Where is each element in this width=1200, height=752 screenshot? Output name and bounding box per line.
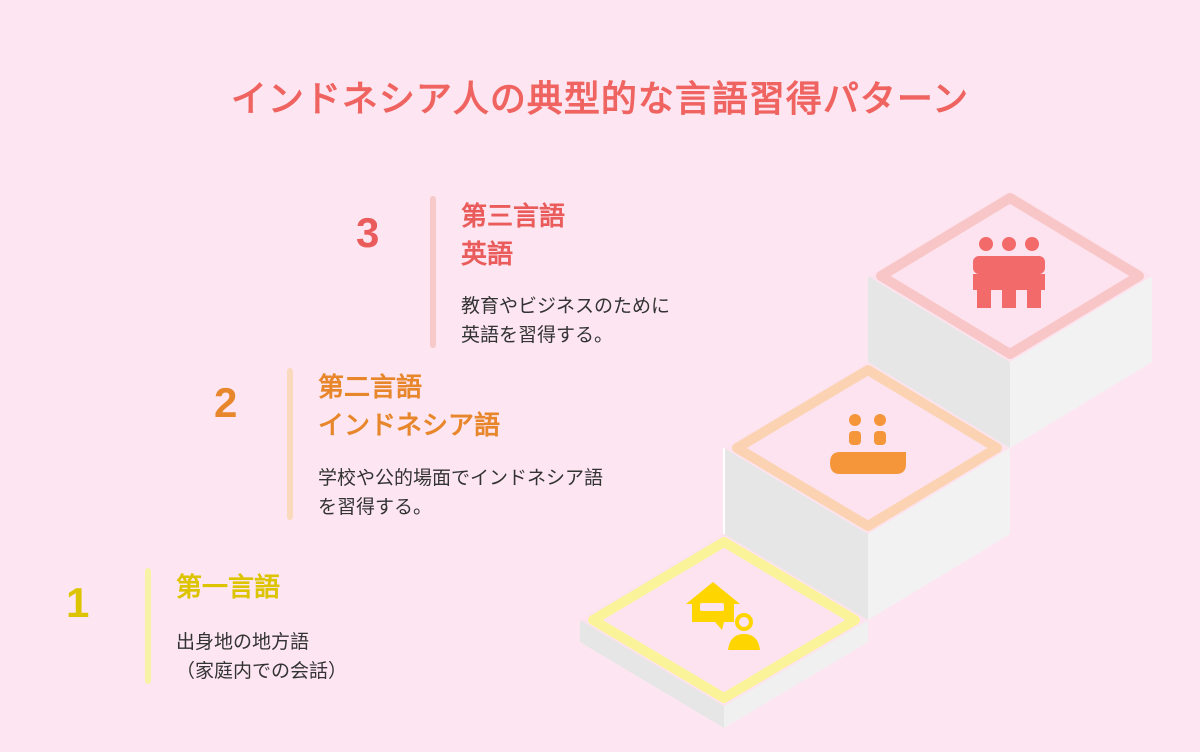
step-divider [145,568,151,684]
step-description-line: 出身地の地方語 [176,631,310,653]
riser-1-left [724,448,868,620]
step-description-line: 英語を習得する。 [461,324,614,346]
riser-2-right [1010,276,1152,448]
page-title: インドネシア人の典型的な言語習得パターン [230,79,970,120]
group-people-icon [973,237,1045,308]
step-description-line: 教育やビジネスのために [461,295,671,317]
step-description: 出身地の地方語 （家庭内での会話） [176,628,347,686]
riser-2-left [868,276,1010,448]
step-heading-line: インドネシア語 [318,411,501,441]
step-heading-line: 英語 [461,240,514,270]
step-divider [287,368,293,520]
step-description: 学校や公的場面でインドネシア語 を習得する。 [318,464,603,522]
step-heading: 第一言語 [176,569,280,607]
step-heading-line: 第二言語 [318,373,423,403]
step-number: 3 [356,209,380,256]
step-2-block [724,362,1010,534]
step-number: 1 [66,579,90,626]
step-description-line: 学校や公的場面でインドネシア語 [318,467,604,489]
step-description-line: （家庭内での会話） [176,660,348,682]
step-description: 教育やビジネスのために 英語を習得する。 [461,292,670,350]
step-heading: 第三言語 英語 [461,198,565,274]
riser-1-right [868,448,1010,620]
step-heading-line: 第三言語 [461,202,566,232]
home-person-icon [686,582,760,650]
step-divider [430,196,436,348]
classroom-icon [830,414,906,474]
step-description-line: を習得する。 [318,496,433,518]
step-heading-line: 第一言語 [176,573,281,603]
step-heading: 第二言語 インドネシア語 [318,369,500,445]
step-number: 2 [214,379,238,426]
